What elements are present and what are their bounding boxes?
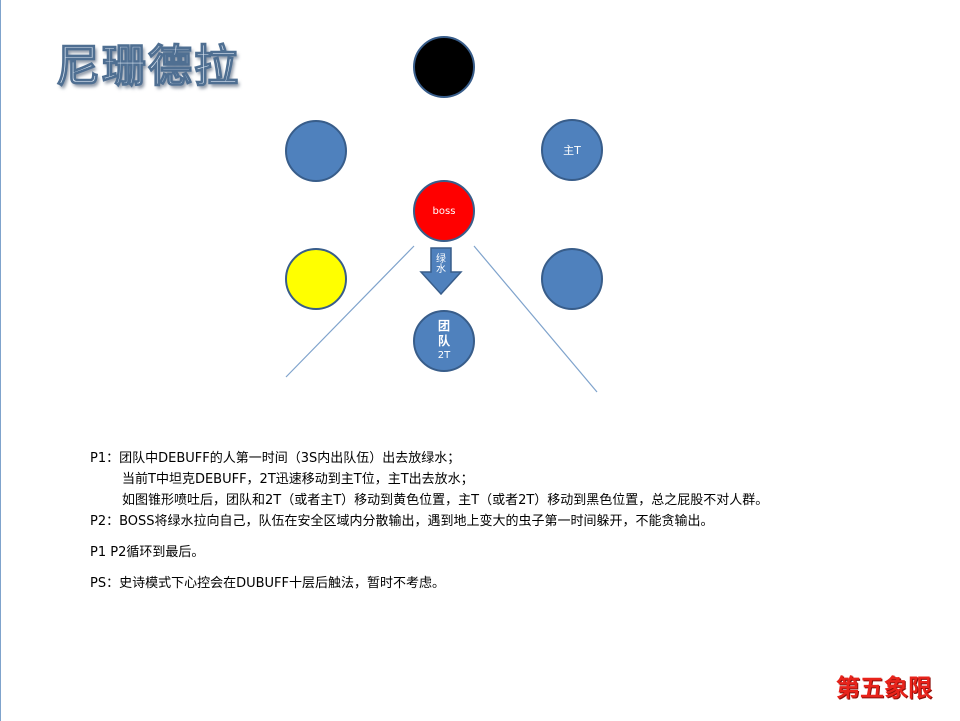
main-tank-label: 主T	[563, 144, 581, 157]
boss-label: boss	[432, 205, 456, 217]
main-tank-circle: 主T	[541, 119, 603, 181]
yellow-position-circle	[285, 248, 347, 310]
notes-spacer	[90, 563, 768, 573]
team-label-line2: 队	[437, 334, 450, 348]
cone-line-right	[473, 245, 598, 393]
brand-logo: 第五象限	[836, 674, 932, 702]
note-p1-cone: 如图锥形喷吐后，团队和2T（或者主T）移动到黄色位置，主T（或者2T）移动到黑色…	[122, 493, 769, 508]
team-label-line3: 2T	[437, 350, 451, 361]
boss-circle: boss	[413, 180, 475, 242]
down-arrow-icon	[419, 247, 463, 296]
black-position-circle	[413, 36, 475, 98]
cone-line-left	[285, 245, 415, 378]
strategy-notes: P1：团队中DEBUFF的人第一时间（3S内出队伍）出去放绿水； 当前T中坦克D…	[90, 448, 768, 594]
green-water-arrow-label: 绿水	[436, 254, 446, 275]
note-loop: P1 P2循环到最后。	[90, 545, 205, 560]
note-ps: PS：史诗模式下心控会在DUBUFF十层后触法，暂时不考虑。	[90, 576, 446, 591]
slide-title: 尼珊德拉	[55, 40, 240, 92]
note-p1-tank-swap: 当前T中坦克DEBUFF，2T迅速移动到主T位，主T出去放水；	[122, 472, 474, 487]
notes-spacer	[90, 532, 768, 542]
blue-position-lower-right	[541, 248, 603, 310]
note-p1: P1：团队中DEBUFF的人第一时间（3S内出队伍）出去放绿水；	[90, 451, 461, 466]
blue-position-upper-left	[285, 120, 347, 182]
note-p2: P2：BOSS将绿水拉向自己，队伍在安全区域内分散输出，遇到地上变大的虫子第一时…	[90, 514, 714, 529]
team-label-line1: 团	[437, 319, 450, 333]
team-circle: 团 队 2T	[413, 310, 475, 372]
left-border-rule	[0, 0, 1, 721]
